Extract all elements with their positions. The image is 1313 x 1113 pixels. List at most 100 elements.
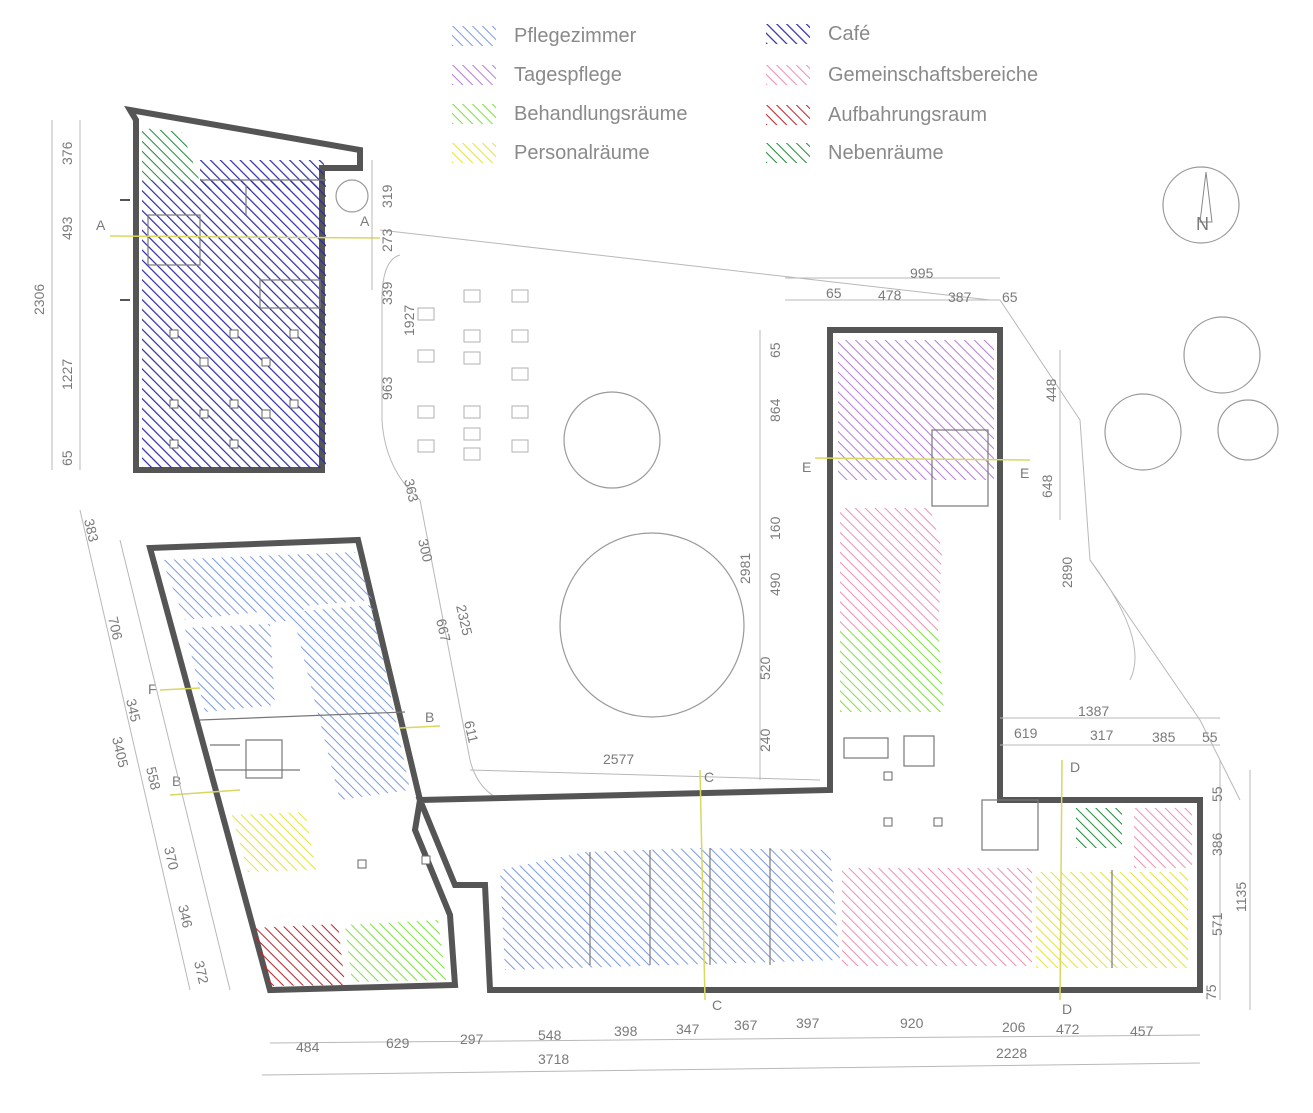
swatch-icon bbox=[452, 143, 496, 163]
terrace-tables bbox=[417, 289, 529, 461]
dim-label: 398 bbox=[614, 1023, 638, 1039]
dim-label: 2577 bbox=[603, 751, 634, 767]
dim-label: 648 bbox=[1039, 474, 1055, 498]
dim-label: 667 bbox=[433, 617, 454, 644]
south-wing bbox=[357, 327, 1203, 993]
section-marker: A bbox=[96, 217, 106, 233]
dim-label: 920 bbox=[900, 1015, 924, 1031]
dim-label: 65 bbox=[1002, 289, 1018, 305]
dim-label: 2981 bbox=[737, 553, 753, 584]
dim-label: 3405 bbox=[109, 735, 132, 769]
north-arrow: N bbox=[1162, 166, 1240, 244]
dim-label: 2325 bbox=[453, 603, 476, 637]
dim-label: 1927 bbox=[401, 305, 417, 336]
legend-label: Behandlungsräume bbox=[514, 103, 688, 125]
dim-label: 619 bbox=[1014, 725, 1038, 741]
dim-label: 3718 bbox=[538, 1051, 569, 1067]
dim-label: 457 bbox=[1130, 1023, 1154, 1039]
dim-label: 397 bbox=[796, 1015, 820, 1031]
dim-label: 65 bbox=[826, 285, 842, 301]
legend-label: Nebenräume bbox=[828, 142, 944, 164]
swatch-icon bbox=[766, 143, 810, 163]
site-lines bbox=[379, 229, 1241, 806]
dim-label: 55 bbox=[1202, 729, 1218, 745]
cafe-building bbox=[120, 105, 363, 473]
dim-label: 963 bbox=[379, 376, 395, 400]
trees bbox=[335, 179, 1279, 718]
dim-label: 65 bbox=[59, 450, 75, 466]
section-marker: D bbox=[1070, 759, 1080, 775]
dim-label: 319 bbox=[379, 184, 395, 208]
dim-label: 2228 bbox=[996, 1045, 1027, 1061]
dim-label: 706 bbox=[105, 615, 126, 642]
section-marker: B bbox=[172, 773, 181, 789]
dim-label: 1135 bbox=[1233, 882, 1249, 912]
dim-label: 493 bbox=[59, 216, 75, 240]
dim-label: 372 bbox=[191, 959, 212, 986]
dim-label: 385 bbox=[1152, 729, 1176, 745]
dim-label: 347 bbox=[676, 1021, 700, 1037]
dim-label: 346 bbox=[175, 903, 196, 930]
dim-label: 864 bbox=[767, 398, 783, 422]
swatch-icon bbox=[766, 24, 810, 44]
dimension-lines bbox=[51, 120, 1251, 1076]
legend-label: Personalräume bbox=[514, 142, 650, 164]
dim-label: 273 bbox=[379, 228, 395, 252]
swatch-icon bbox=[452, 65, 496, 85]
west-wing bbox=[146, 536, 459, 994]
dim-label: 478 bbox=[878, 287, 902, 303]
section-marker: C bbox=[712, 997, 722, 1013]
section-marker: F bbox=[148, 681, 157, 697]
section-marker: B bbox=[425, 709, 434, 725]
dim-label: 160 bbox=[767, 516, 783, 540]
dim-label: 548 bbox=[538, 1027, 562, 1043]
north-label: N bbox=[1196, 214, 1209, 234]
dim-label: 297 bbox=[460, 1031, 484, 1047]
dim-label: 65 bbox=[767, 342, 783, 358]
section-marker: E bbox=[1020, 465, 1029, 481]
dim-label: 345 bbox=[123, 697, 144, 724]
dim-label: 520 bbox=[757, 656, 773, 680]
dim-label: 55 bbox=[1209, 786, 1225, 802]
dim-label: 611 bbox=[461, 719, 482, 745]
dim-label: 1227 bbox=[59, 359, 75, 390]
dim-label: 558 bbox=[143, 765, 164, 792]
dim-label: 448 bbox=[1043, 378, 1059, 402]
dim-label: 370 bbox=[161, 845, 182, 872]
dim-label: 1387 bbox=[1078, 703, 1109, 719]
section-marker: E bbox=[802, 459, 811, 475]
swatch-icon bbox=[452, 104, 496, 124]
legend-label: Café bbox=[828, 23, 871, 45]
dim-label: 339 bbox=[379, 281, 395, 305]
dim-label: 2306 bbox=[31, 284, 47, 315]
section-markers: A A B B C C D D E E F bbox=[96, 213, 1080, 1017]
dim-label: 490 bbox=[767, 572, 783, 596]
dim-label: 571 bbox=[1209, 912, 1225, 936]
dim-label: 472 bbox=[1056, 1021, 1080, 1037]
section-marker: A bbox=[360, 213, 370, 229]
legend-label: Pflegezimmer bbox=[514, 25, 637, 47]
dim-label: 383 bbox=[81, 517, 102, 544]
swatch-icon bbox=[452, 26, 496, 46]
legend-label: Tagespflege bbox=[514, 64, 622, 86]
dim-label: 363 bbox=[401, 477, 422, 504]
dim-label: 484 bbox=[296, 1039, 320, 1055]
section-lines bbox=[109, 235, 1063, 1001]
section-marker: D bbox=[1062, 1001, 1072, 1017]
dim-label: 376 bbox=[59, 141, 75, 165]
dim-label: 317 bbox=[1090, 727, 1114, 743]
dim-label: 367 bbox=[734, 1017, 758, 1033]
dimension-labels: 376 493 1227 65 2306 319 273 339 1927 96… bbox=[31, 141, 1249, 1067]
dim-label: 629 bbox=[386, 1035, 410, 1051]
dim-label: 2890 bbox=[1059, 557, 1075, 588]
dim-label: 995 bbox=[910, 265, 934, 281]
swatch-icon bbox=[766, 105, 810, 125]
legend-label: Gemeinschaftsbereiche bbox=[828, 64, 1039, 86]
dim-label: 386 bbox=[1209, 832, 1225, 856]
dim-label: 206 bbox=[1002, 1019, 1026, 1035]
legend-label: Aufbahrungsraum bbox=[828, 104, 987, 126]
section-marker: C bbox=[704, 769, 714, 785]
dim-label: 387 bbox=[948, 289, 972, 305]
swatch-icon bbox=[766, 65, 810, 85]
